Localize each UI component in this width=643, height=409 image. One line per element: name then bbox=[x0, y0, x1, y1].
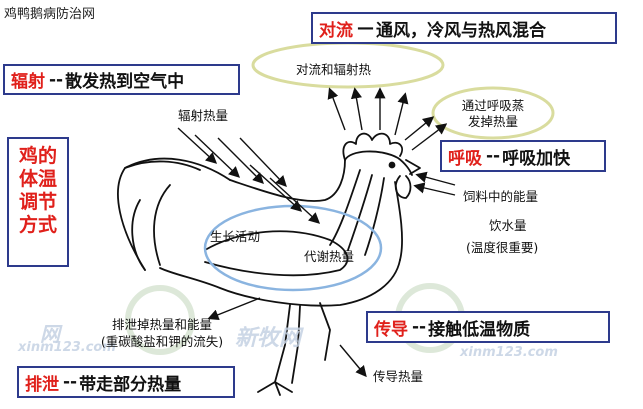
side-title-line: 鸡的 bbox=[18, 145, 57, 167]
side-title-line: 体温 bbox=[18, 168, 57, 190]
heat-arrows bbox=[177, 87, 456, 378]
excretion-keyword: 排泄 bbox=[25, 374, 59, 395]
convection-dash: — bbox=[357, 18, 374, 38]
excretion-dash: -- bbox=[63, 372, 78, 392]
respiration-box: 呼吸 -- 呼吸加快 bbox=[440, 140, 606, 172]
metabolism-ellipse bbox=[203, 204, 383, 292]
conduction-keyword: 传导 bbox=[374, 319, 408, 340]
respiration-evap-line2: 发掉热量 bbox=[467, 114, 518, 129]
site-title: 鸡鸭鹅病防治网 bbox=[4, 7, 96, 22]
conduction-box: 传导 -- 接触低温物质 bbox=[366, 311, 610, 343]
conduction-heat-label: 传导热量 bbox=[373, 369, 424, 384]
metabolic-heat-label: 代谢热量 bbox=[304, 249, 355, 264]
convection-keyword: 对流 bbox=[319, 20, 353, 41]
radiation-heat-label: 辐射热量 bbox=[178, 108, 229, 123]
watermark-text-right-url: xinm123.com bbox=[460, 345, 558, 360]
side-title-line: 调节 bbox=[18, 191, 57, 213]
radiation-box: 辐射 -- 散发热到空气中 bbox=[3, 64, 240, 95]
watermark-text-left-url: xinm123.com bbox=[18, 340, 116, 355]
radiation-dash: -- bbox=[49, 69, 64, 90]
conduction-text: 接触低温物质 bbox=[428, 319, 531, 340]
feed-energy-label: 饲料中的能量 bbox=[463, 189, 539, 204]
watermark-text-left: 网 bbox=[40, 322, 60, 346]
chicken-outline bbox=[117, 132, 421, 396]
respiration-text: 呼吸加快 bbox=[502, 148, 571, 169]
water-label: 饮水量 bbox=[489, 218, 527, 233]
radiation-text: 散发热到空气中 bbox=[65, 72, 185, 92]
watermark-logo-left bbox=[125, 285, 195, 355]
excretion-line1: 排泄掉热量和能量 bbox=[111, 317, 212, 332]
respiration-dash: -- bbox=[486, 146, 501, 166]
excretion-line2: (重碳酸盐和钾的流失) bbox=[100, 334, 224, 349]
respiration-ellipse bbox=[431, 86, 555, 140]
respiration-keyword: 呼吸 bbox=[448, 148, 482, 169]
convection-radiation-heat-label: 对流和辐射热 bbox=[296, 62, 372, 77]
respiration-evap-line1: 通过呼吸蒸 bbox=[461, 98, 525, 113]
respiration-evaporation-label: 通过呼吸蒸 发掉热量 bbox=[450, 98, 536, 130]
side-title-box: 鸡的 体温 调节 方式 bbox=[7, 137, 69, 267]
water-note-label: (温度很重要) bbox=[466, 240, 539, 255]
convection-text: 通风，冷风与热风混合 bbox=[376, 20, 546, 41]
excretion-label: 排泄掉热量和能量 (重碳酸盐和钾的流失) bbox=[72, 316, 252, 350]
excretion-text: 带走部分热量 bbox=[79, 374, 182, 395]
radiation-keyword: 辐射 bbox=[11, 72, 45, 92]
convection-box: 对流 — 通风，冷风与热风混合 bbox=[311, 12, 617, 44]
watermark-text-center: 新牧网 bbox=[235, 326, 302, 351]
conduction-dash: -- bbox=[412, 317, 427, 337]
growth-label: 生长活动 bbox=[210, 229, 261, 244]
side-title-line: 方式 bbox=[18, 214, 57, 236]
excretion-box: 排泄 -- 带走部分热量 bbox=[17, 366, 235, 398]
